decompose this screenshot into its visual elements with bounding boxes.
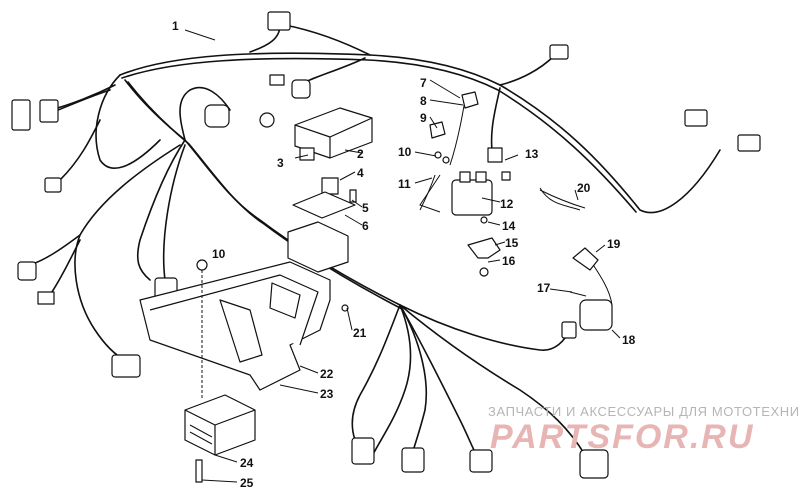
connector-left-c xyxy=(44,177,62,193)
connector-bottom-d xyxy=(579,449,609,479)
components xyxy=(139,91,613,483)
callout-21: 21 xyxy=(353,326,367,340)
connector-center-b xyxy=(204,104,230,128)
screw xyxy=(480,216,488,224)
callout-2: 2 xyxy=(357,147,364,161)
callout-25: 25 xyxy=(240,476,254,490)
voltage-regulator xyxy=(184,394,256,456)
callout-7: 7 xyxy=(420,76,427,90)
callout-23: 23 xyxy=(320,387,334,401)
screw-21 xyxy=(341,304,349,312)
connector-right-a xyxy=(684,109,708,127)
fuse-block xyxy=(292,191,356,219)
callout-20: 20 xyxy=(577,181,591,195)
callout-17: 17 xyxy=(537,281,551,295)
nut-b xyxy=(442,156,450,164)
callout-12: 12 xyxy=(500,197,514,211)
connector-bottom-a xyxy=(351,437,375,465)
callout-18: 18 xyxy=(622,333,636,347)
connectors xyxy=(11,11,761,479)
callout-24: 24 xyxy=(240,456,254,470)
callout-1: 1 xyxy=(172,19,179,33)
callout-15: 15 xyxy=(505,236,519,250)
callout-10-left: 10 xyxy=(212,247,226,261)
callout-6: 6 xyxy=(362,219,369,233)
regulator-bolt xyxy=(195,459,203,483)
connector-left-a xyxy=(11,99,31,131)
callout-19: 19 xyxy=(607,237,621,251)
starter-solenoid xyxy=(451,179,493,216)
callout-9: 9 xyxy=(420,111,427,125)
callout-3: 3 xyxy=(277,156,284,170)
connector-left-b xyxy=(39,99,59,123)
spark-plug-cap xyxy=(572,247,599,271)
bracket xyxy=(467,237,501,259)
nut-a xyxy=(434,151,442,159)
connector-top-a xyxy=(267,11,291,31)
connector-left-e xyxy=(37,291,55,305)
connector-right-top xyxy=(549,44,569,60)
leader-lines xyxy=(184,29,621,483)
callout-13: 13 xyxy=(525,147,539,161)
fuse-box-base xyxy=(287,221,349,273)
callout-4: 4 xyxy=(357,166,364,180)
nut-left xyxy=(196,259,208,271)
connector-left-d xyxy=(17,261,37,281)
callout-8: 8 xyxy=(420,94,427,108)
callout-10: 10 xyxy=(398,145,412,159)
ignition-coil xyxy=(579,299,613,331)
solenoid-connector xyxy=(487,147,503,163)
small-relay xyxy=(299,147,315,161)
callout-11: 11 xyxy=(398,177,411,191)
callout-16: 16 xyxy=(502,254,516,268)
lock-nut xyxy=(479,267,489,277)
connector-top-b xyxy=(269,74,285,86)
main-harness xyxy=(29,24,721,461)
jumper-wire xyxy=(539,187,581,211)
connector-left-f xyxy=(111,354,141,378)
fuse xyxy=(349,189,357,203)
callout-14: 14 xyxy=(502,219,516,233)
terminal-cap-b xyxy=(429,121,446,139)
callout-labels: 1 2 3 4 5 6 7 8 9 10 11 12 13 14 15 16 1… xyxy=(172,19,636,490)
connector-top-c xyxy=(291,79,311,99)
watermark-logo: PARTSFOR.RU xyxy=(490,418,755,456)
indicator-bulb xyxy=(259,112,275,128)
connector-right-b xyxy=(737,134,761,152)
callout-5: 5 xyxy=(362,201,369,215)
watermark-subtitle: ЗАПЧАСТИ И АКСЕССУАРЫ ДЛЯ МОТОТЕХНИКИ xyxy=(488,404,800,419)
connector-bottom-b xyxy=(401,447,425,473)
connector-bottom-c xyxy=(469,449,493,473)
callout-22: 22 xyxy=(320,367,334,381)
terminal-cap-a xyxy=(461,91,479,109)
